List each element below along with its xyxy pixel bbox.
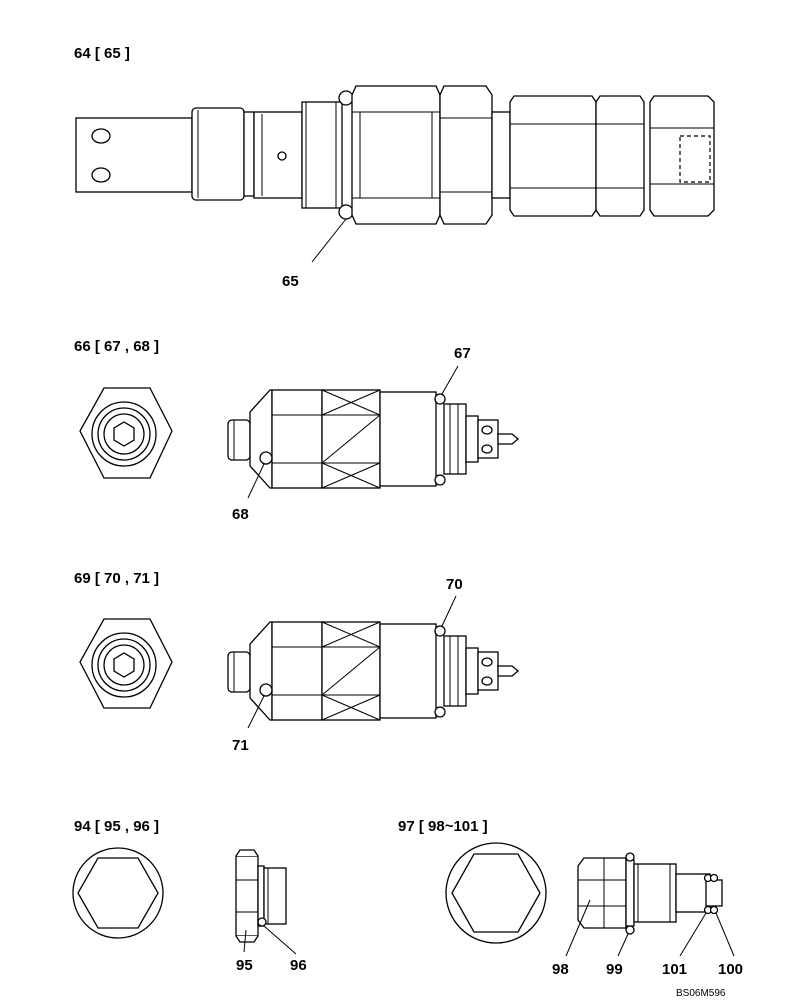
shaft-hole bbox=[91, 167, 111, 183]
valve-hex-body bbox=[577, 857, 627, 929]
threaded-tip bbox=[443, 635, 467, 707]
poppet-hole bbox=[481, 657, 493, 667]
shaft-end bbox=[75, 117, 193, 193]
plug-end-view-ring bbox=[72, 847, 164, 939]
lock-nut bbox=[227, 419, 251, 461]
barrel bbox=[379, 391, 437, 487]
o-ring-67 bbox=[434, 393, 446, 405]
valve-end-view-ring bbox=[445, 842, 547, 944]
collar bbox=[191, 107, 245, 201]
end-cap bbox=[649, 95, 715, 217]
pin-tip bbox=[497, 433, 520, 445]
callout-96: 96 bbox=[290, 957, 307, 974]
lock-nut bbox=[227, 651, 251, 693]
hex-nut-3 bbox=[509, 95, 597, 217]
valve-tip bbox=[705, 879, 723, 907]
part-66-relief-valve: 66 [ 67 , 68 ] 67 bbox=[74, 338, 520, 523]
o-ring-65-bottom bbox=[338, 204, 354, 220]
callout-65: 65 bbox=[282, 273, 299, 290]
group-header-64: 64 [ 65 ] bbox=[74, 45, 130, 62]
plug-thread bbox=[263, 867, 287, 925]
callout-101: 101 bbox=[662, 961, 687, 978]
hidden-bore bbox=[679, 135, 711, 183]
hex-socket bbox=[113, 652, 135, 678]
nut-chamfer bbox=[249, 389, 273, 489]
o-ring-68 bbox=[259, 451, 273, 465]
end-view-ring bbox=[97, 638, 151, 692]
poppet-hole bbox=[481, 444, 493, 454]
shaft-hole bbox=[91, 128, 111, 144]
poppet-hole bbox=[481, 676, 493, 686]
end-view-hexagon bbox=[79, 618, 173, 709]
end-view-ring-outer bbox=[91, 632, 157, 698]
threaded-section bbox=[301, 101, 343, 209]
group-header-94: 94 [ 95 , 96 ] bbox=[74, 818, 159, 835]
valve-hexagon bbox=[451, 853, 541, 933]
hex-socket bbox=[113, 421, 135, 447]
plug-hex-head bbox=[235, 855, 259, 937]
poppet-hole bbox=[481, 425, 493, 435]
group-header-97: 97 [ 98~101 ] bbox=[398, 818, 488, 835]
end-view-ring-outer bbox=[91, 401, 157, 467]
callout-95: 95 bbox=[236, 957, 253, 974]
nut-chamfer bbox=[249, 621, 273, 721]
callout-71: 71 bbox=[232, 737, 249, 754]
o-ring-65 bbox=[338, 90, 354, 106]
o-ring-99 bbox=[625, 852, 635, 862]
callout-98: 98 bbox=[552, 961, 569, 978]
o-ring-100 bbox=[709, 873, 719, 883]
hex-body-a bbox=[271, 621, 323, 721]
o-ring-70 bbox=[434, 625, 446, 637]
hex-nut-1 bbox=[351, 85, 441, 225]
callout-99: 99 bbox=[606, 961, 623, 978]
hex-body-a bbox=[271, 389, 323, 489]
group-header-66: 66 [ 67 , 68 ] bbox=[74, 338, 159, 355]
o-ring-71 bbox=[259, 683, 273, 697]
vent-hole bbox=[277, 151, 287, 161]
hex-nut-2 bbox=[439, 85, 493, 225]
callout-70: 70 bbox=[446, 576, 463, 593]
part-94-plug: 94 [ 95 , 96 ] 95 96 bbox=[72, 818, 307, 974]
threaded-tip bbox=[443, 403, 467, 475]
drawing-code: BS06M596 bbox=[676, 988, 726, 999]
plug-hexagon bbox=[77, 857, 159, 929]
group-header-69: 69 [ 70 , 71 ] bbox=[74, 570, 159, 587]
part-69-relief-valve: 69 [ 70 , 71 ] 70 71 bbox=[74, 570, 520, 754]
callout-100: 100 bbox=[718, 961, 743, 978]
callout-67: 67 bbox=[454, 345, 471, 362]
end-view-ring bbox=[97, 407, 151, 461]
part-64-valve-assembly: 64 [ 65 ] bbox=[74, 45, 715, 290]
part-97-valve: 97 [ 98~101 ] 98 99 101 100 bbox=[398, 818, 743, 978]
callout-68: 68 bbox=[232, 506, 249, 523]
hex-nut-4 bbox=[595, 95, 645, 217]
pin-tip bbox=[497, 665, 520, 677]
o-ring-96 bbox=[257, 917, 267, 927]
barrel bbox=[379, 623, 437, 719]
